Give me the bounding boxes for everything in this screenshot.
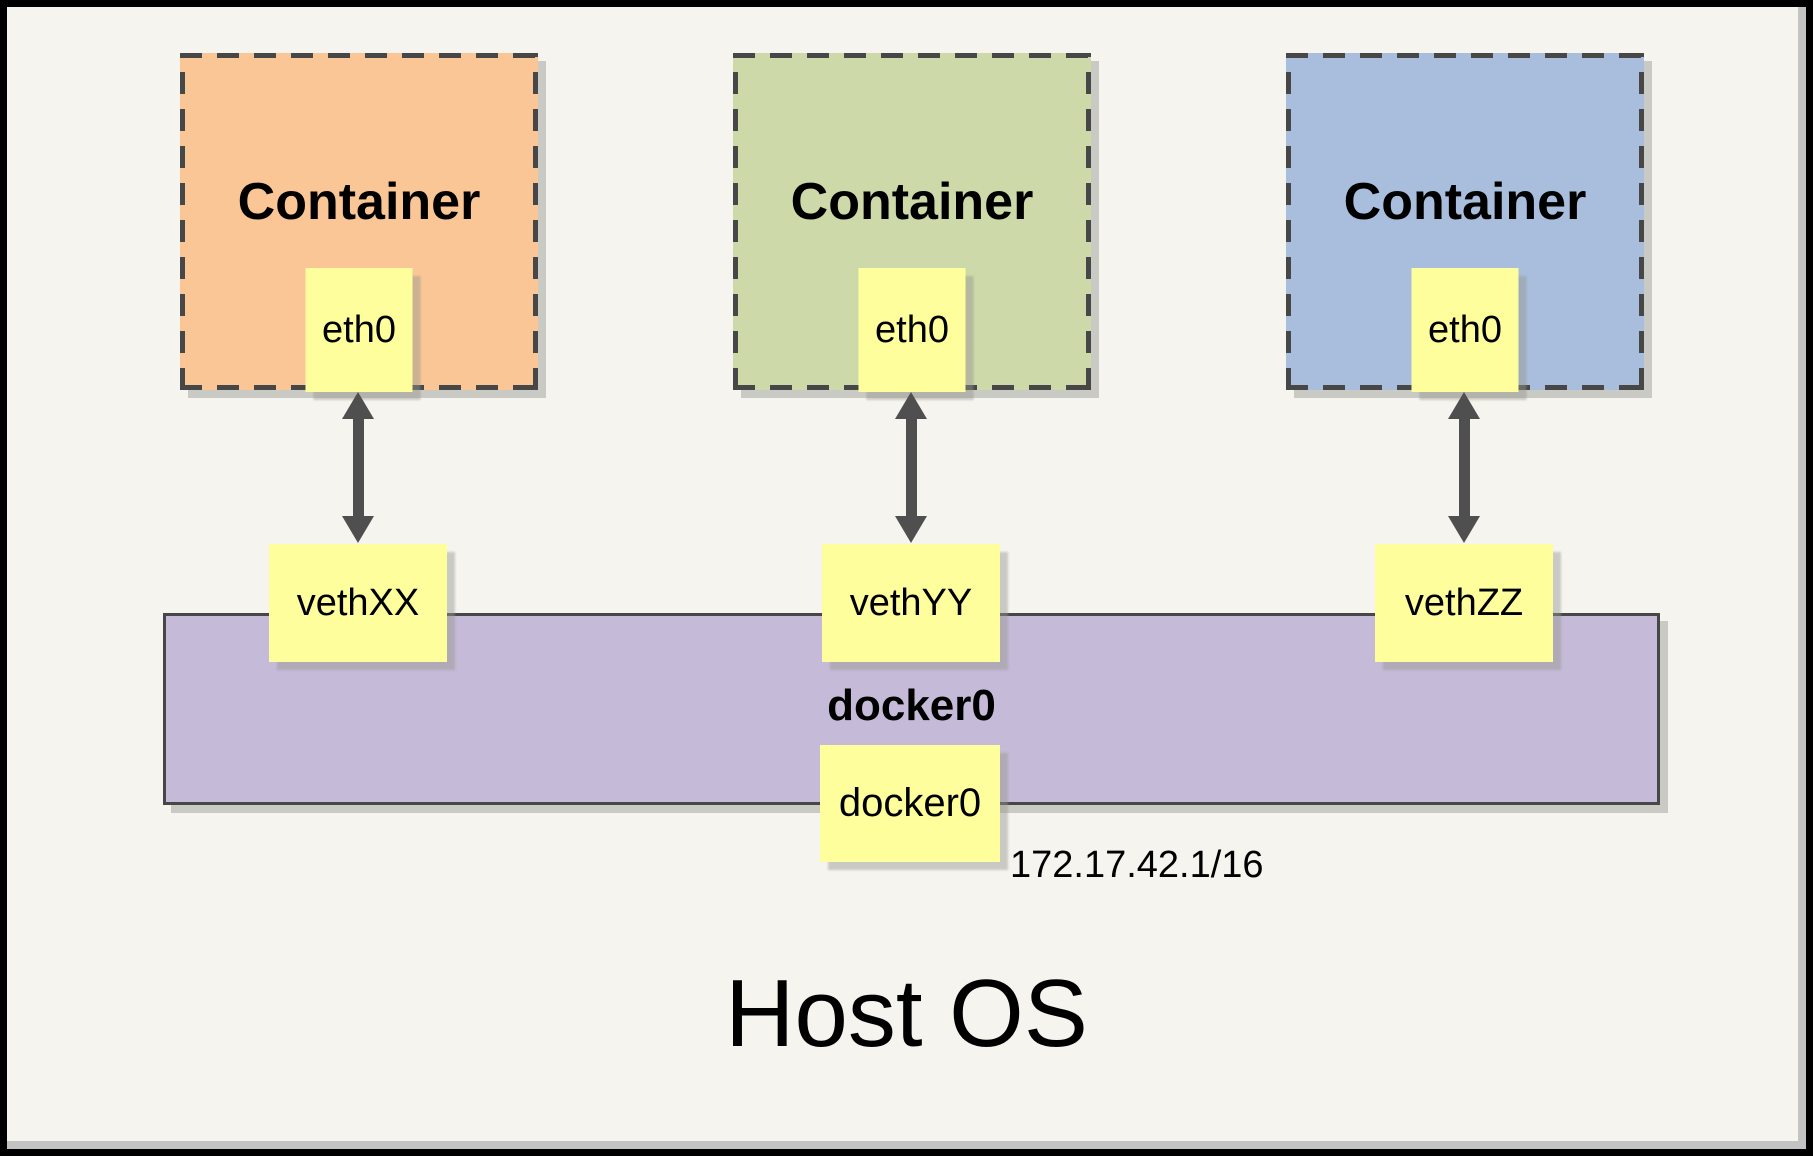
vethzz-label: vethZZ [1404,581,1524,624]
arrowhead-down-icon [895,516,927,543]
arrowhead-up-icon [1448,392,1480,419]
container-2-eth0-label: eth0 [875,308,949,351]
vethzz-box: vethZZ [1375,544,1553,662]
arrow-shaft [1458,419,1470,516]
container-3-box: Container eth0 [1286,53,1644,392]
arrow-eth0-vethzz [1448,392,1480,543]
container-2-label: Container [790,172,1034,231]
docker0-interface-box: docker0 [820,745,1000,862]
container-2-eth0-box: eth0 [858,268,966,392]
arrowhead-up-icon [895,392,927,419]
container-1-eth0-box: eth0 [305,268,413,392]
arrowhead-down-icon [342,516,374,543]
arrow-shaft [352,419,364,516]
docker0-interface-label: docker0 [838,781,982,825]
container-3-label: Container [1343,172,1587,231]
arrowhead-up-icon [342,392,374,419]
arrowhead-down-icon [1448,516,1480,543]
vethyy-box: vethYY [822,544,1000,662]
docker0-ip-label: 172.17.42.1/16 [1010,844,1264,886]
host-os-title: Host OS [725,960,1088,1067]
arrow-eth0-vethxx [342,392,374,543]
container-2-box: Container eth0 [733,53,1091,392]
container-1-box: Container eth0 [180,53,538,392]
arrow-shaft [905,419,917,516]
arrow-eth0-vethyy [895,392,927,543]
container-1-eth0-label: eth0 [322,308,396,351]
docker0-bridge-label: docker0 [827,681,996,730]
vethxx-label: vethXX [296,581,420,624]
vethxx-box: vethXX [269,544,447,662]
container-1-label: Container [237,172,481,231]
container-3-eth0-box: eth0 [1411,268,1519,392]
container-3-eth0-label: eth0 [1428,308,1502,351]
vethyy-label: vethYY [849,581,973,624]
